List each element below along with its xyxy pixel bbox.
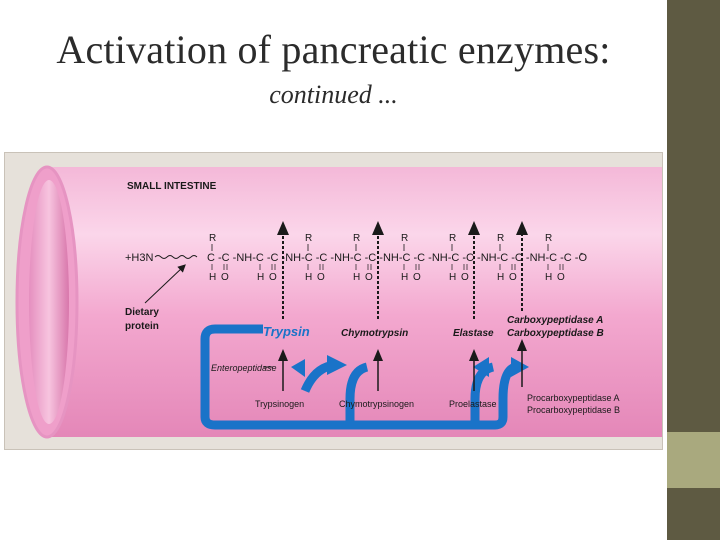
o-label: O xyxy=(221,272,229,283)
o-label: O xyxy=(413,272,421,283)
h-label: H xyxy=(401,272,408,283)
enzyme-activation-diagram: SMALL INTESTINE +H3N C -C -NH-C -C -NH-C… xyxy=(4,152,663,450)
h-label: H xyxy=(497,272,504,283)
h-label: H xyxy=(209,272,216,283)
h-label: H xyxy=(353,272,360,283)
o-label: O xyxy=(557,272,565,283)
decorative-side-bar xyxy=(667,0,720,432)
h-label: H xyxy=(305,272,312,283)
slide-subtitle: continued ... xyxy=(269,80,398,109)
o-label: O xyxy=(365,272,373,283)
trypsin-activation-loop xyxy=(200,324,508,430)
dietary-protein-label: Dietary xyxy=(125,307,159,318)
chymotrypsin-label: Chymotrypsin xyxy=(341,328,408,339)
r-group-label: R xyxy=(449,233,456,244)
trypsinogen-label: Trypsinogen xyxy=(255,399,304,409)
h-label: H xyxy=(449,272,456,283)
cleavage-lines xyxy=(282,233,523,319)
decorative-side-bar-accent xyxy=(667,432,720,488)
c-terminus-charge: - xyxy=(580,248,583,258)
dietary-protein-arrow xyxy=(144,264,186,304)
section-label: SMALL INTESTINE xyxy=(127,181,217,192)
r-group-label: R xyxy=(401,233,408,244)
proelastase-label: Proelastase xyxy=(449,399,497,409)
chymotrypsinogen-label: Chymotrypsinogen xyxy=(339,399,414,409)
h-label: H xyxy=(545,272,552,283)
o-label: O xyxy=(509,272,517,283)
r-groups: R R R R R R R xyxy=(209,233,552,251)
h-label: H xyxy=(257,272,264,283)
procarboxypeptidase-a-label: Procarboxypeptidase A xyxy=(527,393,620,403)
trypsin-label: Trypsin xyxy=(263,324,310,339)
r-group-label: R xyxy=(305,233,312,244)
carboxypeptidase-b-label: Carboxypeptidase B xyxy=(507,328,604,339)
r-group-label: R xyxy=(497,233,504,244)
chain-wavy-link xyxy=(154,255,198,259)
peptide-chain: C -C -NH-C -C -NH-C -C -NH-C -C -NH-C -C… xyxy=(207,252,587,264)
r-group-label: R xyxy=(209,233,216,244)
dietary-protein-label: protein xyxy=(125,321,159,332)
decorative-side-bar-bottom xyxy=(667,488,720,540)
carboxypeptidase-a-label: Carboxypeptidase A xyxy=(507,315,603,326)
enteropeptidase-label: Enteropeptidase xyxy=(211,363,277,373)
elastase-label: Elastase xyxy=(453,328,494,339)
zymogen-arrows xyxy=(282,347,523,391)
intestine-opening xyxy=(29,180,69,424)
cleavage-arrowheads xyxy=(277,221,528,235)
carbonyl-amine-groups: H O H O H O H O H O H O H O H O xyxy=(209,264,565,283)
procarboxypeptidase-b-label: Procarboxypeptidase B xyxy=(527,405,620,415)
o-label: O xyxy=(317,272,325,283)
n-terminus-label: +H3N xyxy=(125,252,153,264)
r-group-label: R xyxy=(545,233,552,244)
o-label: O xyxy=(269,272,277,283)
r-group-label: R xyxy=(353,233,360,244)
diagram-canvas: SMALL INTESTINE +H3N C -C -NH-C -C -NH-C… xyxy=(15,165,662,439)
o-label: O xyxy=(461,272,469,283)
slide-title: Activation of pancreatic enzymes: xyxy=(56,27,611,72)
